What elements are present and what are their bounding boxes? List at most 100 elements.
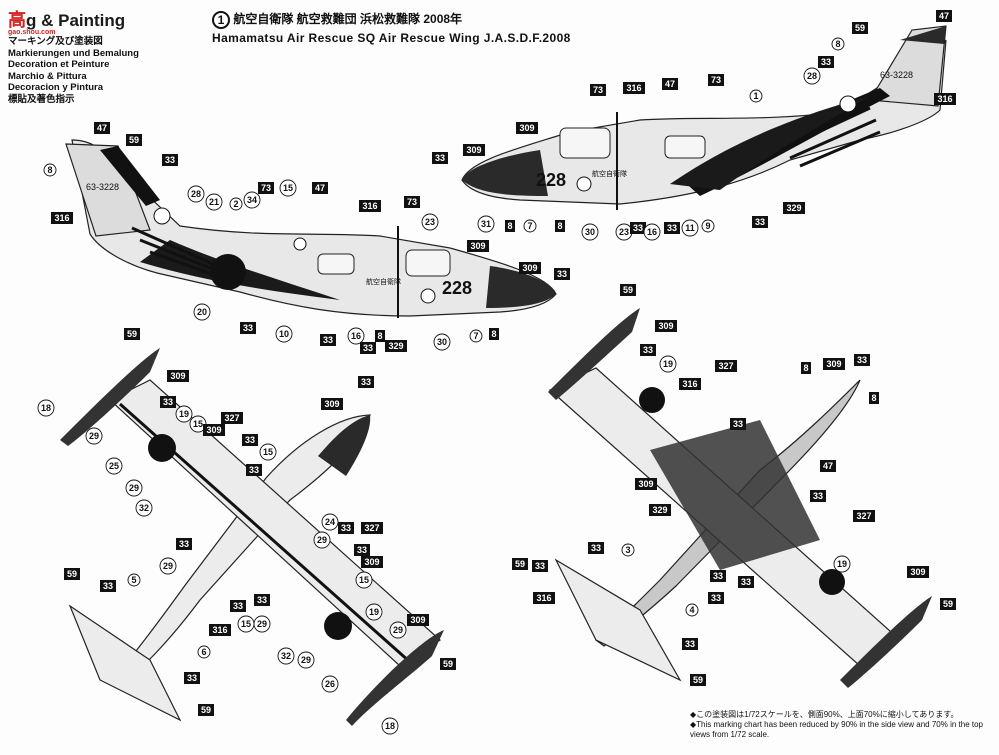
side-upper-tail-code: 228 [536, 170, 566, 190]
callout-side-upper-4: 28 [803, 67, 821, 85]
callout-top-left-43: 59 [198, 704, 214, 716]
callout-label: 309 [638, 479, 653, 489]
callout-label: 33 [187, 673, 197, 683]
side-upper-nose-dark [462, 150, 548, 196]
callout-label: 309 [470, 241, 485, 251]
callout-side-upper-22: 33 [664, 222, 680, 234]
callout-top-left-17: 309 [321, 398, 343, 410]
callout-bottom-right-17: 3 [621, 543, 635, 557]
callout-label: 59 [129, 135, 139, 145]
callout-label: 47 [315, 183, 325, 193]
callout-side-lower-20: 10 [275, 325, 293, 343]
lang-es: Decoracion y Pintura [8, 82, 104, 93]
side-upper-tail-top [900, 26, 946, 44]
callout-bottom-right-15: 327 [853, 510, 875, 522]
callout-label: 73 [261, 183, 271, 193]
callout-label: 33 [103, 581, 113, 591]
callout-label: 316 [362, 201, 377, 211]
callout-side-lower-26: 30 [433, 333, 451, 351]
callout-side-upper-9: 73 [590, 84, 606, 96]
callout-top-left-2: 33 [358, 376, 374, 388]
callout-label: 327 [856, 511, 871, 521]
brand-main: g & Painting [26, 11, 126, 30]
bottom-view-tip-tank-left [548, 308, 640, 400]
callout-label: 47 [665, 79, 675, 89]
callout-side-lower-12: 316 [359, 200, 381, 212]
callout-top-left-0: 59 [124, 328, 140, 340]
callout-bottom-right-29: 59 [690, 674, 706, 686]
callout-label: 32 [281, 651, 291, 661]
callout-top-left-10: 25 [105, 457, 123, 475]
callout-top-left-18: 24 [321, 513, 339, 531]
side-lower-kanji: 航空自衛隊 [366, 277, 401, 286]
callout-top-left-42: 26 [321, 675, 339, 693]
callout-side-lower-10: 15 [279, 179, 297, 197]
callout-side-upper-10: 1 [749, 89, 763, 103]
callout-top-left-30: 33 [254, 594, 270, 606]
callout-side-upper-11: 309 [516, 122, 538, 134]
callout-side-lower-25: 329 [385, 340, 407, 352]
callout-label: 33 [323, 335, 333, 345]
callout-label: 59 [443, 659, 453, 669]
callout-bottom-right-4: 316 [679, 378, 701, 390]
callout-label: 33 [711, 593, 721, 603]
callout-label: 29 [301, 655, 311, 665]
callout-label: 33 [435, 153, 445, 163]
callout-side-upper-13: 309 [463, 144, 485, 156]
callout-label: 33 [535, 561, 545, 571]
callout-side-lower-4: 28 [187, 185, 205, 203]
callout-top-left-33: 15 [237, 615, 255, 633]
callout-label: 309 [170, 371, 185, 381]
brand-title: 高g & Painting gao.shou.com [8, 6, 208, 36]
callout-top-left-40: 59 [440, 658, 456, 670]
callout-top-left-41: 33 [184, 672, 200, 684]
callout-side-upper-7: 47 [662, 78, 678, 90]
callout-label: 59 [943, 599, 953, 609]
callout-label: 15 [193, 419, 203, 429]
callout-side-lower-9: 73 [258, 182, 274, 194]
footnote: ◆この塗装図は1/72スケールを、側面90%、上面70%に縮小してあります。 ◆… [690, 710, 995, 740]
callout-top-left-19: 33 [338, 522, 354, 534]
callout-side-lower-23: 33 [360, 342, 376, 354]
callout-bottom-right-14: 329 [649, 504, 671, 516]
callout-label: 30 [437, 337, 447, 347]
callout-label: 32 [139, 503, 149, 513]
callout-top-left-13: 33 [246, 464, 262, 476]
callout-label: 59 [201, 705, 211, 715]
callout-bottom-right-9: 8 [869, 392, 879, 404]
callout-bottom-right-26: 33 [682, 638, 698, 650]
side-view-upper: 228 航空自衛隊 63-3228 [461, 25, 947, 210]
callout-top-left-1: 309 [167, 370, 189, 382]
callout-bottom-right-7: 309 [823, 358, 845, 370]
callout-top-left-6: 19 [175, 405, 193, 423]
callout-top-left-12: 29 [125, 479, 143, 497]
callout-label: 33 [363, 343, 373, 353]
callout-top-left-36: 309 [407, 614, 429, 626]
callout-bottom-right-6: 8 [801, 362, 811, 374]
callout-label: 31 [481, 219, 491, 229]
callout-top-left-44: 18 [381, 717, 399, 735]
callout-label: 8 [491, 329, 496, 339]
callout-label: 59 [855, 23, 865, 33]
callout-label: 29 [393, 625, 403, 635]
callout-label: 8 [835, 39, 840, 49]
lang-it: Marchio & Pittura [8, 70, 87, 82]
footnote-line-en-2: views from 1/72 scale. [690, 730, 770, 739]
callout-top-left-3: 18 [37, 399, 55, 417]
callout-top-left-21: 327 [361, 522, 383, 534]
callout-side-upper-0: 47 [936, 10, 952, 22]
callout-side-lower-6: 21 [205, 193, 223, 211]
callout-label: 25 [109, 461, 119, 471]
callout-label: 19 [369, 607, 379, 617]
callout-side-lower-13: 73 [404, 196, 420, 208]
callout-top-left-4: 29 [85, 427, 103, 445]
lang-zh: 標貼及著色指示 [8, 93, 75, 105]
callout-label: 23 [425, 217, 435, 227]
callout-top-left-23: 33 [354, 544, 370, 556]
callout-side-lower-14: 23 [421, 213, 439, 231]
callout-bottom-right-22: 19 [833, 555, 851, 573]
callout-label: 33 [163, 397, 173, 407]
callout-label: 33 [361, 377, 371, 387]
